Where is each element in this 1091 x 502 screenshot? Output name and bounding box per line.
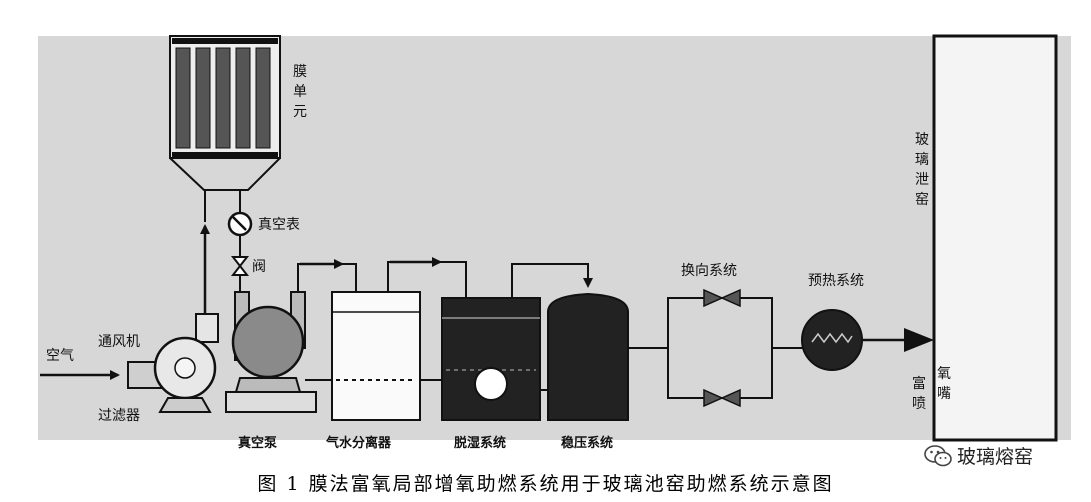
fan-label: 通风机 <box>98 334 140 350</box>
vacuum-pump-label: 真空泵 <box>238 436 278 451</box>
membrane-unit <box>169 35 281 191</box>
wechat-icon <box>924 444 952 466</box>
watermark: 玻璃熔窑 <box>923 442 1033 469</box>
separator-label: 气水分离器 <box>326 436 392 451</box>
stabilizer-shape <box>547 292 629 421</box>
glass-kiln-label: 玻璃泄窑 <box>915 132 929 208</box>
membrane-unit-label: 膜单元 <box>293 64 307 120</box>
reversing-system-shape <box>667 288 773 408</box>
nozzle-label-left: 富喷 <box>912 376 926 412</box>
watermark-text: 玻璃熔窑 <box>957 446 1034 468</box>
stabilizer-label: 稳压系统 <box>561 436 614 451</box>
vacuum-pump-shape <box>225 291 317 413</box>
filter-label: 过滤器 <box>98 408 140 424</box>
pipe-dehumidifier-to-stabilizer <box>511 263 593 298</box>
fan-shape <box>153 313 219 413</box>
dehumidifier-label: 脱湿系统 <box>454 436 507 451</box>
valve-icon <box>230 256 250 276</box>
figure-caption: 图 1 膜法富氧局部增氧助燃系统用于玻璃池窑助燃系统示意图 <box>257 473 834 495</box>
valve-label: 阀 <box>252 259 266 275</box>
separator-shape <box>331 291 421 421</box>
preheat-shape <box>801 309 863 371</box>
dehumidifier-shape <box>441 297 541 421</box>
glass-kiln-shape <box>932 34 1058 442</box>
reversing-label: 换向系统 <box>681 263 737 279</box>
vacuum-gauge-icon <box>227 211 253 237</box>
oxygen-nozzle-shape <box>904 328 934 352</box>
nozzle-label-right: 氧嘴 <box>937 366 951 402</box>
air-label: 空气 <box>46 348 74 364</box>
preheat-label: 预热系统 <box>808 273 864 289</box>
vacuum-gauge-label: 真空表 <box>258 217 300 233</box>
